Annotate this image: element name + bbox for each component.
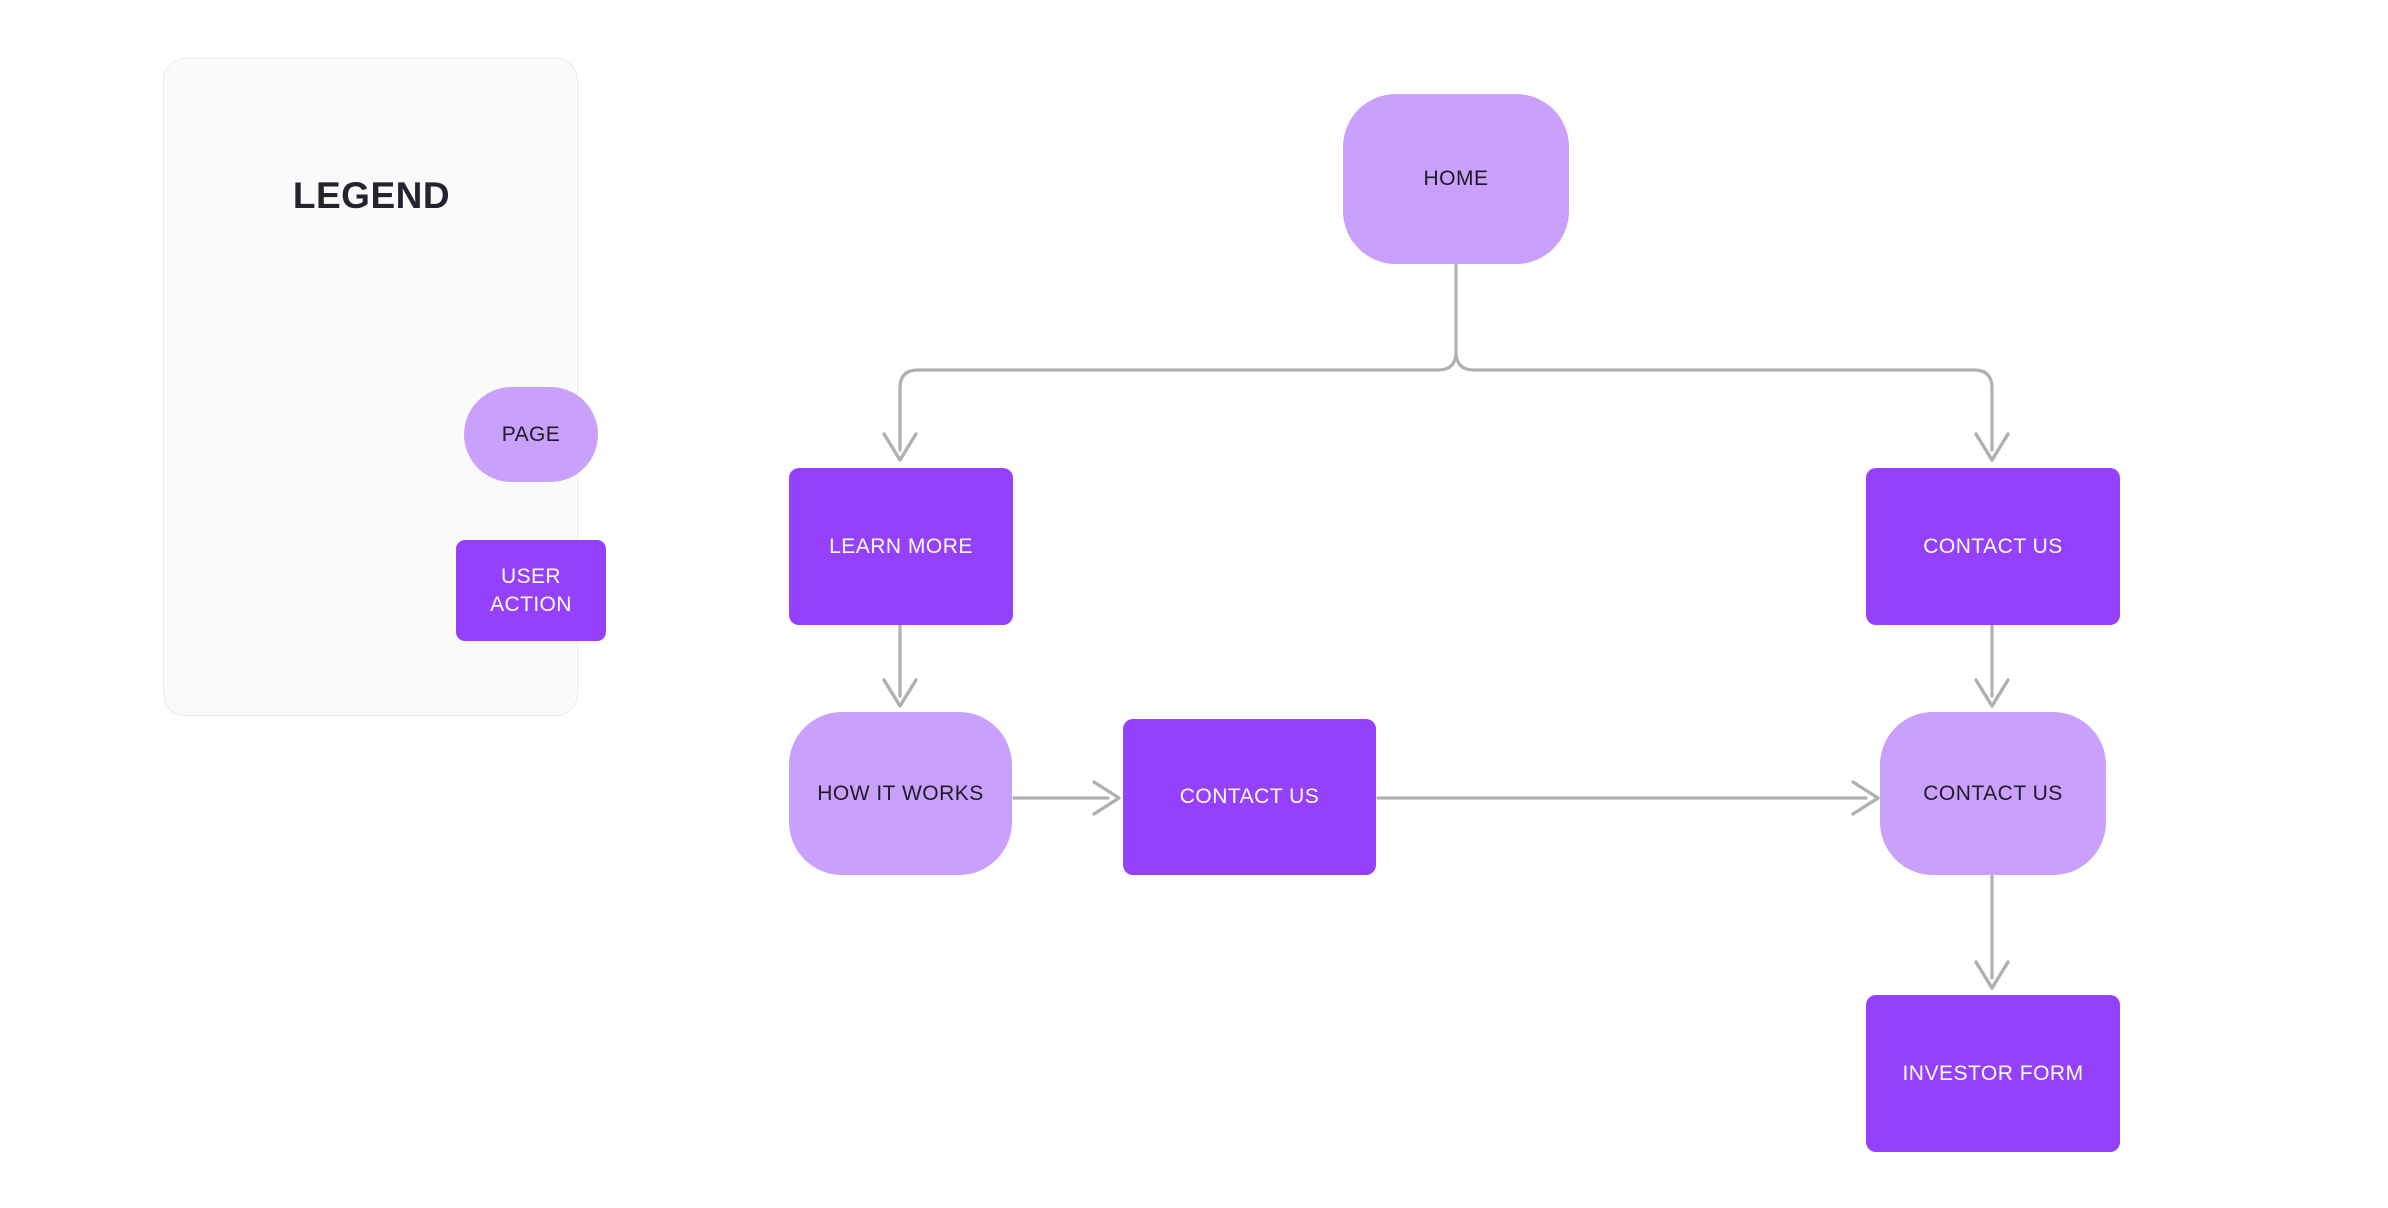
arrowhead-to-investor-form	[1974, 960, 2010, 990]
node-investor-form-label: INVESTOR FORM	[1902, 1061, 2084, 1085]
edge-home-to-branches	[898, 262, 1458, 452]
arrowhead-to-learn-more	[882, 432, 918, 462]
arrowhead-to-contact-middle	[1092, 780, 1121, 816]
node-contact-us-middle-label: CONTACT US	[1179, 785, 1320, 808]
node-investor-form[interactable]: INVESTOR FORM	[1866, 995, 2120, 1152]
node-contact-us-right-page[interactable]: CONTACT US	[1880, 712, 2106, 875]
legend-swatch-user-action-line2: ACTION	[490, 592, 572, 616]
arrowhead-to-how-it-works	[882, 678, 918, 708]
node-home-label: HOME	[1423, 167, 1489, 190]
node-contact-us-middle[interactable]: CONTACT US	[1123, 719, 1376, 875]
node-contact-us-top-right-label: CONTACT US	[1923, 534, 2063, 558]
node-learn-more[interactable]: LEARN MORE	[789, 468, 1013, 625]
node-home[interactable]: HOME	[1343, 94, 1569, 264]
node-learn-more-label: LEARN MORE	[829, 534, 973, 558]
legend-swatch-user-action-line1: USER	[501, 564, 561, 588]
legend-swatch-user-action: USER ACTION	[456, 540, 606, 641]
node-how-it-works-label: HOW IT WORKS	[817, 781, 984, 805]
arrowhead-to-contact-top-right	[1974, 432, 2010, 462]
legend-swatch-page-label: PAGE	[501, 422, 561, 446]
node-contact-us-right-page-label: CONTACT US	[1923, 781, 2063, 805]
edge-home-to-contact-top-right	[1454, 350, 1994, 452]
node-contact-us-top-right[interactable]: CONTACT US	[1866, 468, 2120, 625]
legend-swatch-user-action-label: USER ACTION	[490, 563, 572, 618]
legend-title: LEGEND	[292, 175, 451, 216]
arrowhead-to-contact-right-page-vertical	[1974, 678, 2010, 708]
legend-swatch-page: PAGE	[464, 387, 598, 482]
node-how-it-works[interactable]: HOW IT WORKS	[789, 712, 1012, 875]
arrowhead-to-contact-right-page-horizontal	[1851, 780, 1880, 816]
legend-panel: LEGEND PAGE USER ACTION	[163, 58, 606, 716]
